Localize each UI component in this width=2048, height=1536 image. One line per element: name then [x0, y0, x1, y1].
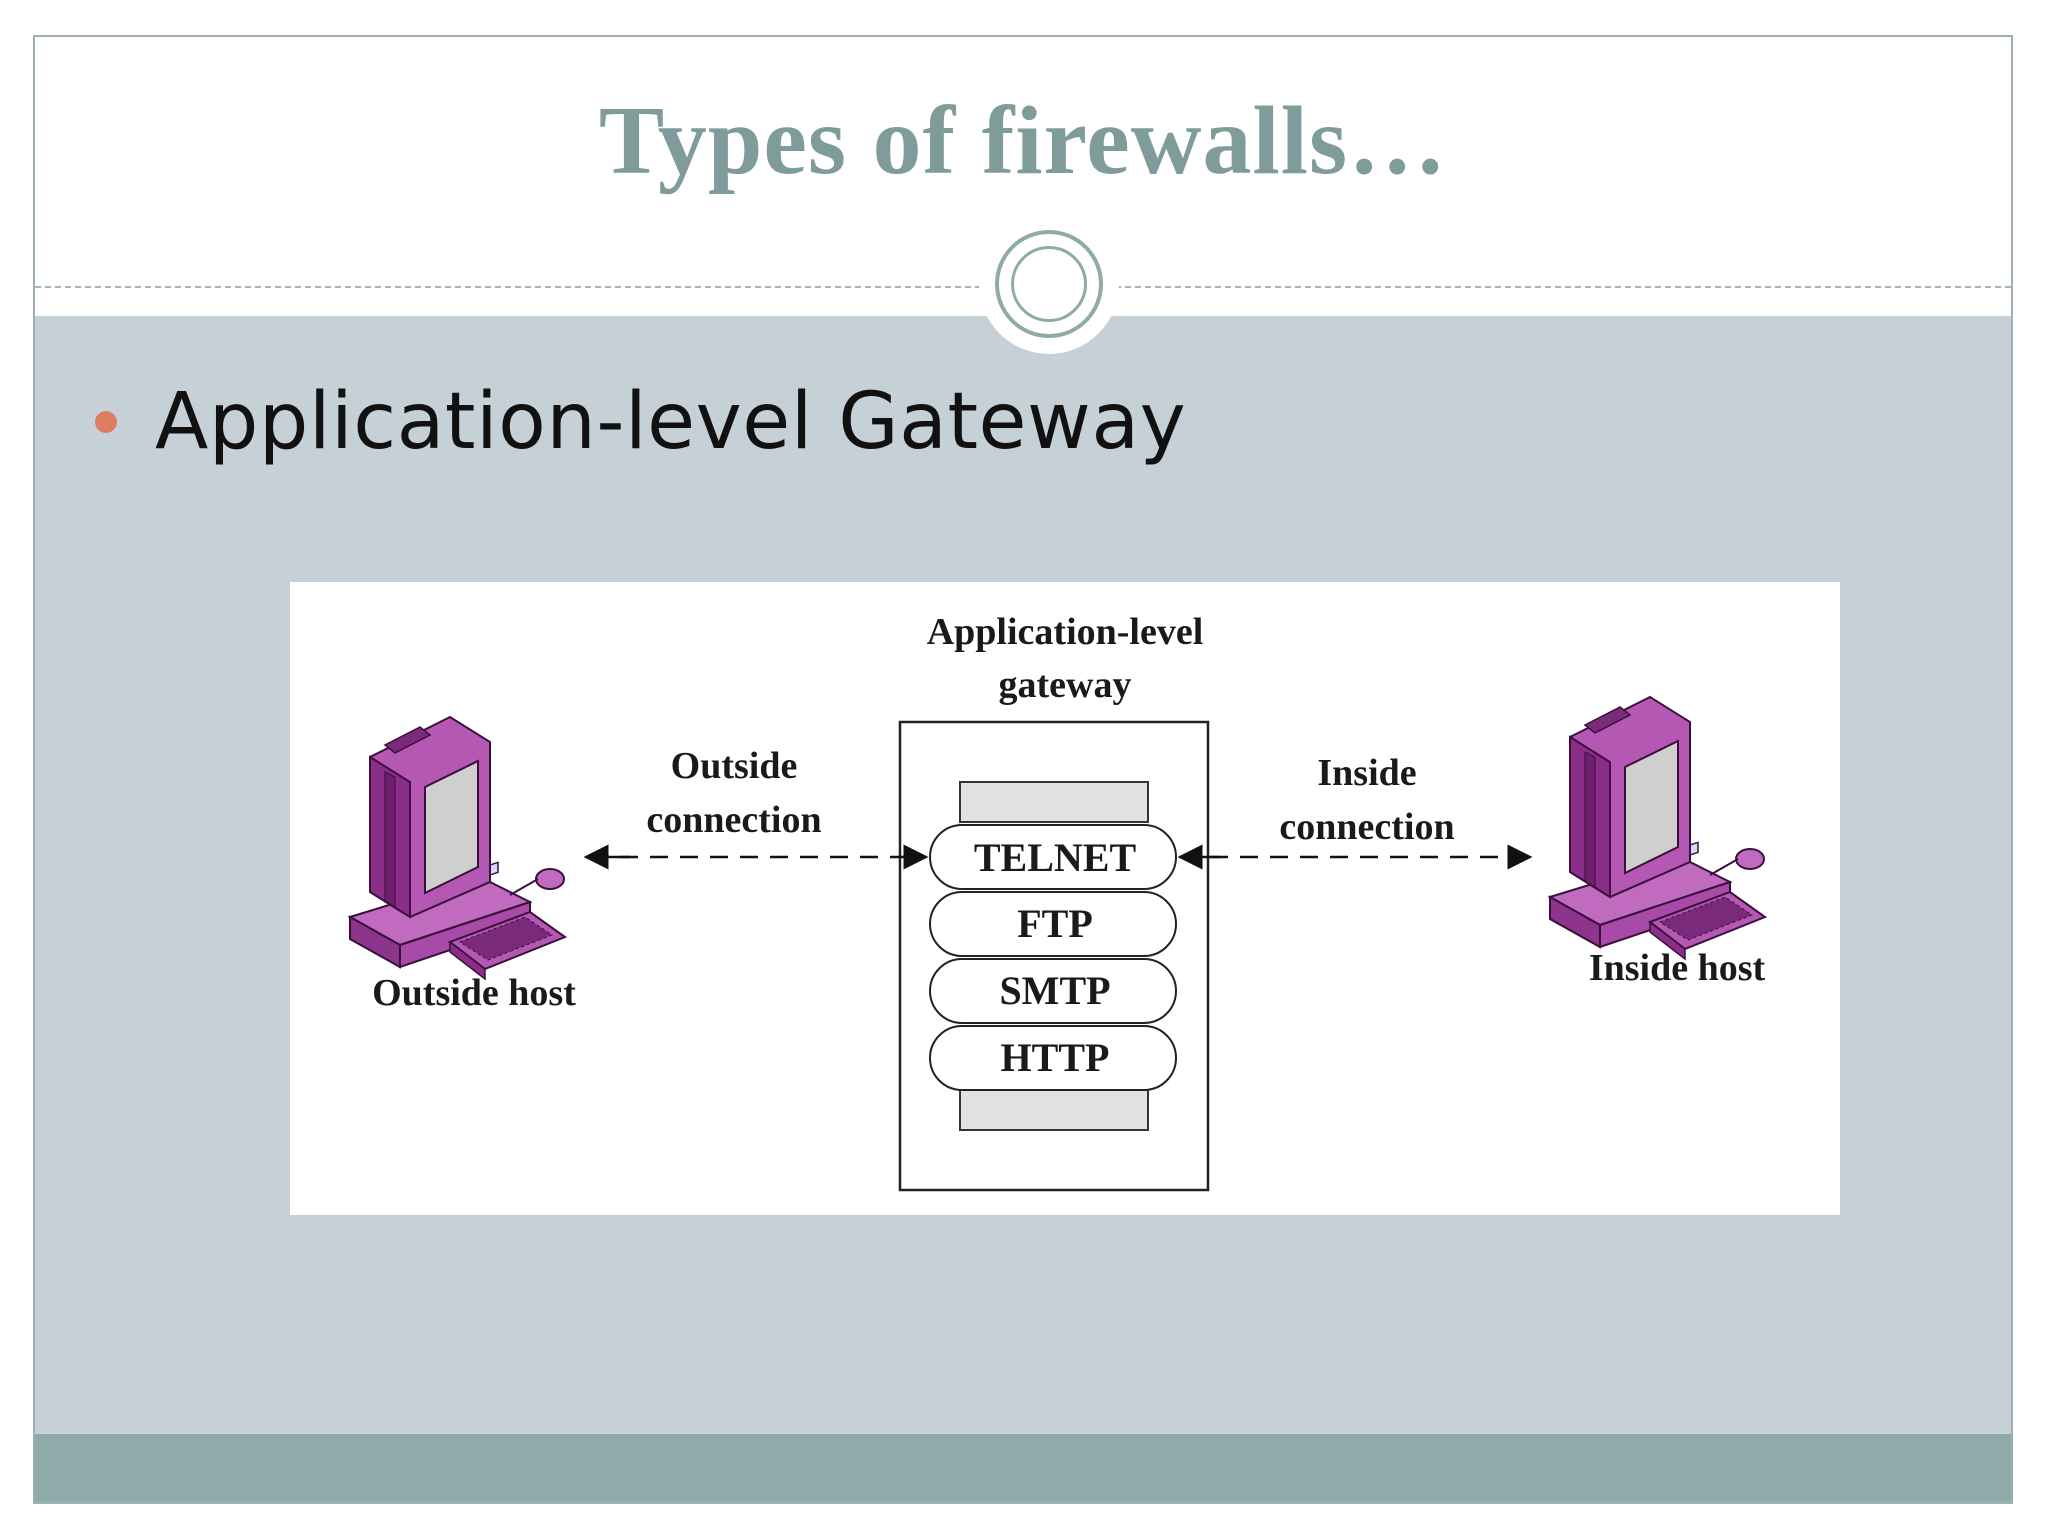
gateway-diagram: Application-level gateway TELNET FTP SMT… — [290, 582, 1840, 1215]
outside-connection-label-line2: connection — [646, 799, 821, 841]
title-ornament-inner-ring — [1011, 246, 1087, 322]
inside-connection-label-line1: Inside — [1317, 752, 1416, 794]
gateway-label-line1: Application-level — [927, 611, 1204, 653]
protocol-pill-telnet — [929, 824, 1177, 890]
inside-host-label: Inside host — [1589, 947, 1766, 989]
gateway-top-block — [959, 781, 1149, 823]
gateway-diagram-svg: Application-level gateway TELNET FTP SMT… — [347, 611, 1768, 1192]
footer-band — [35, 1434, 2011, 1502]
gateway-bottom-block — [959, 1089, 1149, 1131]
outside-host-computer-icon — [347, 715, 568, 981]
bullet-dot-icon — [95, 411, 117, 433]
bullet-item: Application-level Gateway — [95, 377, 1186, 467]
gateway-label-line2: gateway — [999, 664, 1132, 706]
inside-host-computer-icon — [1547, 695, 1768, 961]
protocol-label-telnet: TELNET — [974, 835, 1137, 880]
protocol-label-ftp: FTP — [1017, 901, 1093, 946]
slide-title: Types of firewalls… — [598, 87, 1448, 195]
inside-connection-label-line2: connection — [1279, 806, 1454, 848]
protocol-pill-ftp — [929, 891, 1177, 957]
title-ornament-ring — [995, 230, 1103, 338]
outside-host-label: Outside host — [372, 972, 576, 1014]
outside-connection-label-line1: Outside — [671, 745, 798, 787]
slide-frame: Types of firewalls… Application-level Ga… — [33, 35, 2013, 1504]
bullet-text: Application-level Gateway — [155, 377, 1187, 467]
protocol-pill-http — [929, 1025, 1177, 1091]
protocol-label-smtp: SMTP — [999, 968, 1110, 1013]
protocol-pill-smtp — [929, 958, 1177, 1024]
protocol-label-http: HTTP — [1001, 1035, 1110, 1080]
